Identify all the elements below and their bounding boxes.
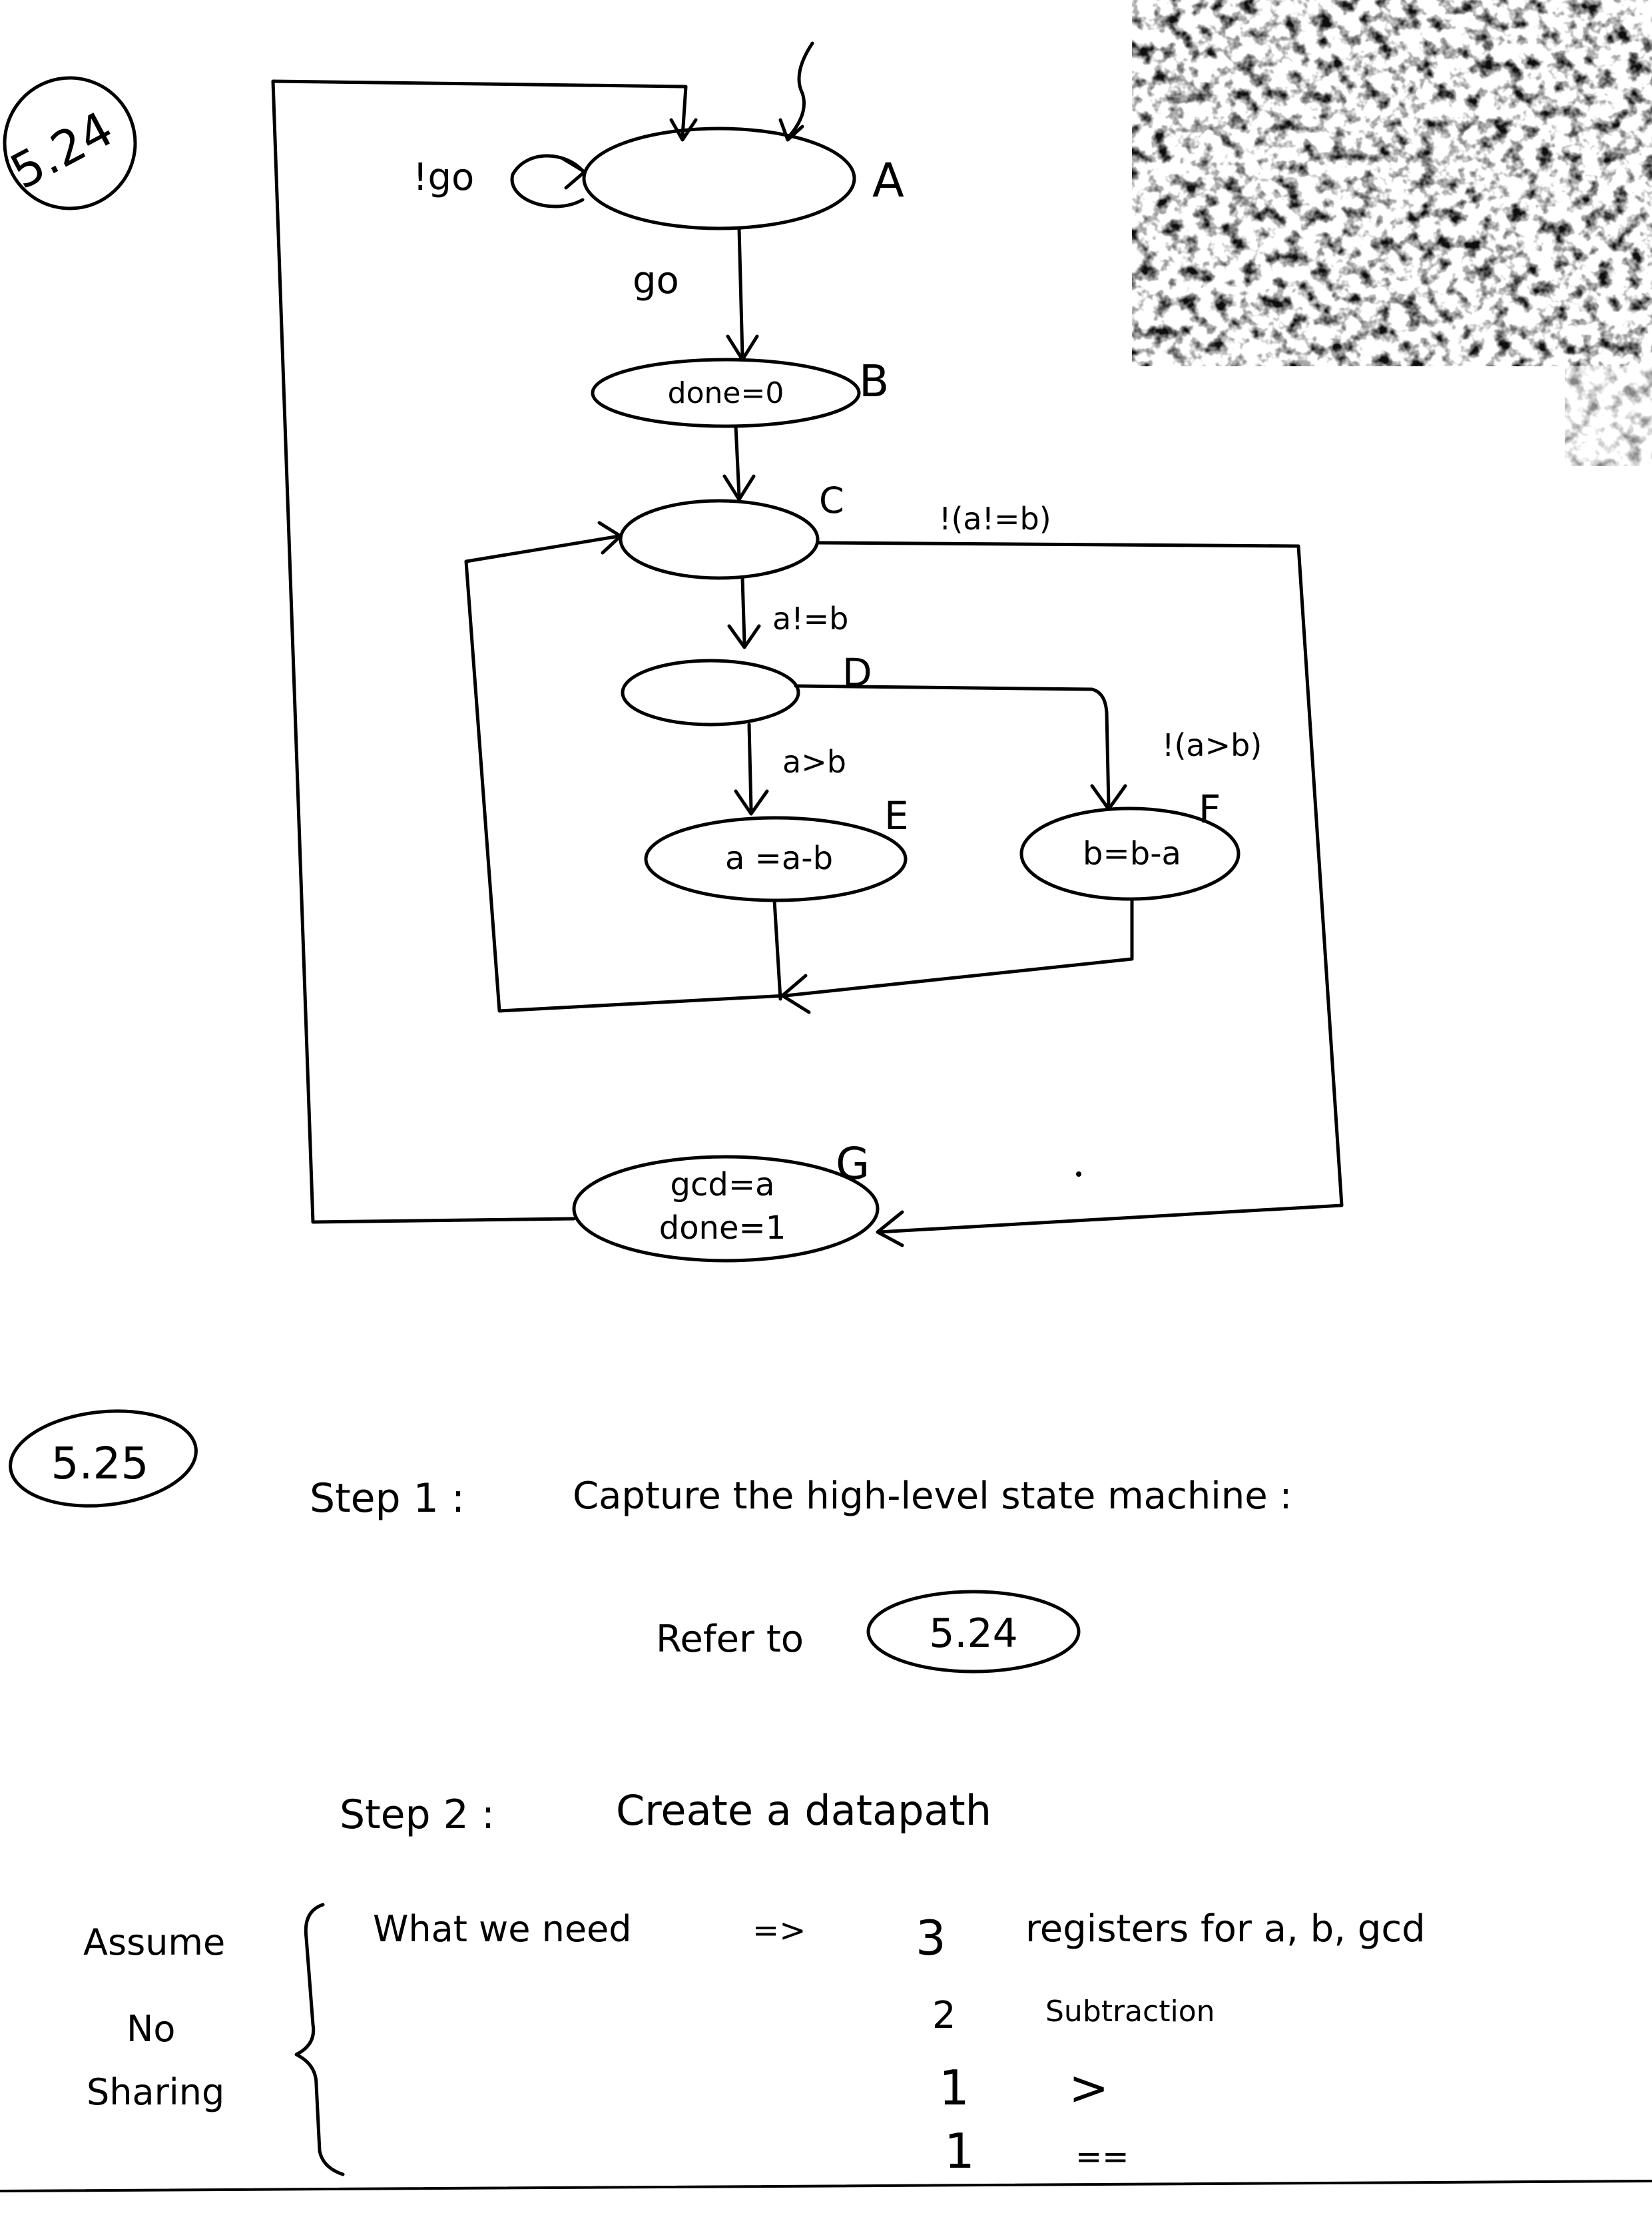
condition-not-go: !go [413, 156, 474, 199]
state-d-label: D [842, 650, 872, 695]
state-c-label: C [819, 479, 844, 521]
transition-a-to-b [737, 226, 744, 358]
state-g-action-2: done=1 [659, 1209, 786, 1247]
step-1: Step 1 : Capture the high-level state ma… [310, 1474, 1292, 1522]
condition-a-neq-b: a!=b [772, 601, 848, 637]
refer-circle [866, 1590, 1081, 1674]
arrowhead-entry [778, 118, 804, 142]
arrowhead-c-to-d [727, 624, 761, 649]
arrowhead-b-to-c [722, 474, 756, 501]
state-a-shape [582, 127, 856, 230]
state-f: b=b-a F [1019, 787, 1240, 901]
needs-item-text: > [1069, 2060, 1109, 2116]
step-2-label: Step 2 : [340, 1791, 495, 1838]
state-a: A [582, 127, 904, 230]
step-1-text: Capture the high-level state machine : [573, 1474, 1292, 1518]
needs-item: 1 > [939, 2060, 1109, 2116]
state-f-label: F [1199, 787, 1221, 832]
needs-item-text: Subtraction [1045, 1995, 1215, 2029]
state-c: C [619, 479, 844, 580]
transition-d-to-e [747, 723, 753, 811]
state-e-action: a =a-b [725, 840, 833, 877]
condition-not-a-gt-b: !(a>b) [1162, 727, 1262, 763]
state-g-action-1: gcd=a [671, 1166, 775, 1203]
stray-dot [1076, 1171, 1081, 1177]
state-f-shape [1019, 806, 1240, 901]
needs-item: 1 == [944, 2123, 1129, 2179]
arrowhead-g-to-a [669, 118, 698, 142]
transition-d-to-f [794, 684, 1111, 808]
needs-item: 2 Subtraction [932, 1994, 1215, 2037]
condition-a-gt-b: a>b [782, 744, 846, 780]
transition-loop-to-c [464, 534, 788, 1013]
transition-c-to-d [740, 576, 746, 645]
arrowhead-a-self-loop [561, 157, 587, 190]
assumption-note: Assume No Sharing [83, 1903, 345, 2176]
condition-go: go [633, 259, 679, 302]
assume-line-1: Assume [83, 1921, 225, 1963]
needs-item-text: registers for a, b, gcd [1025, 1907, 1426, 1951]
needs-item-text: == [1075, 2138, 1129, 2176]
needs-item: 3 registers for a, b, gcd [916, 1907, 1426, 1966]
arrowhead-loop-to-c [597, 521, 623, 555]
refer-ref: 5.24 [929, 1610, 1018, 1657]
step-1-label: Step 1 : [310, 1475, 465, 1522]
assume-line-2: No [127, 2008, 175, 2050]
transition-c-to-g [817, 541, 1344, 1234]
state-g-label: G [836, 1138, 870, 1189]
state-b-action: done=0 [668, 376, 784, 410]
state-e-label: E [884, 793, 909, 838]
needs-item-count: 3 [916, 1910, 946, 1966]
entry-arrow [787, 41, 814, 139]
requirements-list: What we need => 3 registers for a, b, gc… [373, 1907, 1426, 2179]
condition-not-a-neq-b: !(a!=b) [939, 501, 1051, 537]
state-b-shape [591, 358, 861, 428]
state-g: gcd=a done=1 G [572, 1138, 880, 1263]
arrowhead-merge [780, 974, 811, 1014]
page-bottom-rule [0, 2180, 1652, 2192]
step-2: Step 2 : Create a datapath [340, 1786, 991, 1838]
scan-texture-patch [1132, 0, 1652, 466]
state-c-shape [619, 499, 820, 580]
needs-item-count: 1 [944, 2123, 975, 2179]
state-f-action: b=b-a [1083, 835, 1181, 872]
needs-item-count: 1 [939, 2060, 969, 2116]
needs-item-count: 2 [932, 1994, 956, 2037]
state-d-shape [621, 659, 800, 727]
state-g-shape [572, 1155, 880, 1263]
needs-intro: What we need [373, 1908, 632, 1950]
transition-g-to-a [271, 79, 688, 1224]
problem-number: 5.24 [1, 101, 122, 200]
state-e: a =a-b E [644, 793, 909, 902]
state-b: done=0 B [591, 356, 889, 428]
arrowhead-d-to-e [734, 789, 769, 816]
state-a-label: A [872, 153, 904, 208]
state-diagram: A !go go done=0 B C !(a!=b) [271, 41, 1344, 1263]
arrowhead-c-to-g [876, 1210, 904, 1247]
state-b-label: B [859, 356, 889, 407]
step-2-text: Create a datapath [616, 1786, 991, 1835]
transition-f-to-c [784, 897, 1134, 998]
problem-5-25-badge: 5.25 [9, 1409, 198, 1508]
problem-5-24-badge: 5.24 [1, 76, 137, 210]
refer-line: Refer to 5.24 [656, 1590, 1081, 1674]
problem-number: 5.25 [51, 1438, 149, 1489]
curly-brace [294, 1903, 345, 2176]
transition-e-to-c [772, 898, 782, 1001]
assume-line-3: Sharing [87, 2071, 224, 2113]
transition-b-to-c [734, 424, 741, 498]
needs-arrow: => [752, 1912, 806, 1949]
refer-text: Refer to [656, 1618, 804, 1661]
